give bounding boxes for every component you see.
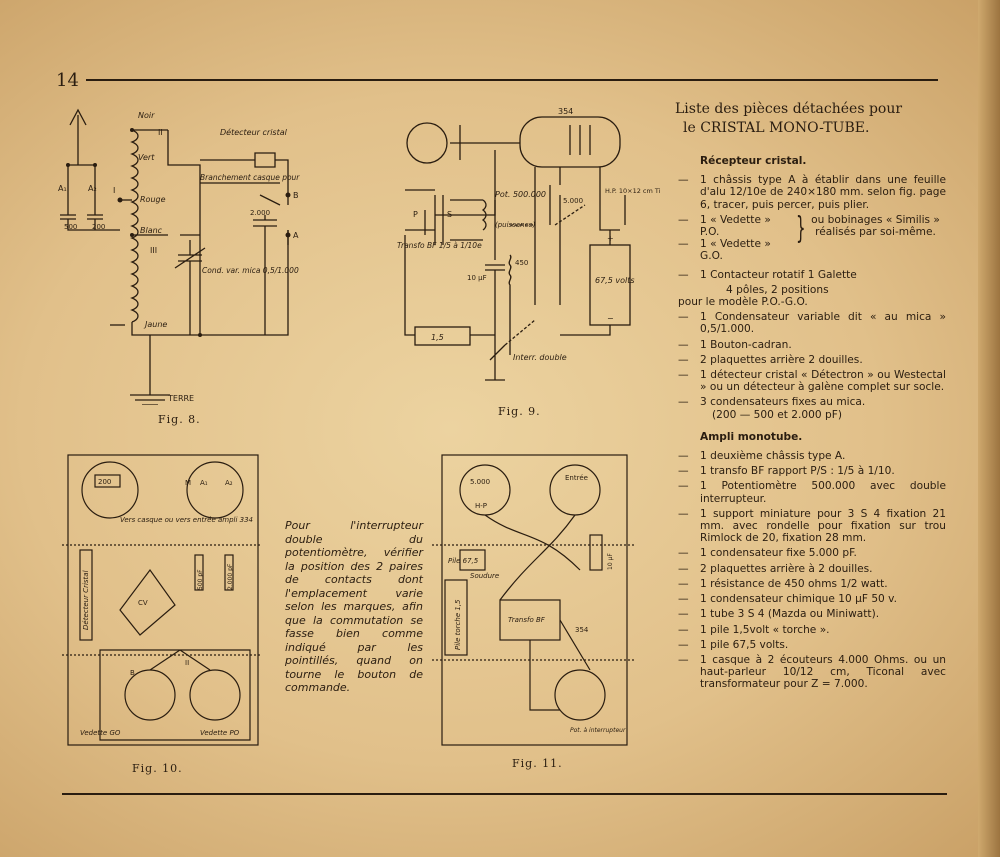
list-item: —1 châssis type A à établir dans une feu… — [678, 174, 946, 211]
fig9-pot: Pot. 500.000 — [495, 190, 546, 199]
list-item: —1 deuxième châssis type A. — [678, 450, 846, 463]
fig8-a1: A₁ — [58, 184, 67, 193]
fig10-vers: Vers casque ou vers entrée ampli 334 — [120, 516, 253, 524]
fig10-chassis: 200 Vers casque ou vers entrée ampli 334… — [62, 454, 260, 746]
fig8-c200: 200 — [92, 223, 105, 231]
page-edge — [978, 0, 1000, 857]
fig10-a2: A₂ — [225, 479, 233, 487]
fig9-s: S — [447, 210, 452, 219]
fig10-det: Détecteur Cristal — [82, 570, 90, 630]
section-title: Ampli monotube. — [700, 430, 803, 443]
fig8-ii: II — [158, 128, 163, 137]
fig11-chassis: 5.000 H-P Entrée Pile 67,5 Pile torche 1… — [432, 454, 635, 746]
fig11-soudure: Soudure — [470, 572, 499, 580]
list-item: —1 Bouton-cadran. — [678, 338, 792, 351]
fig9-caption: Fig. 9. — [498, 405, 541, 418]
fig11-pile675: Pile 67,5 — [448, 557, 479, 565]
list-item-cont: (200 — 500 et 2.000 pF) — [712, 408, 842, 421]
title-line-1: Liste des pièces détachées pour — [675, 101, 903, 117]
fig10-ii: II — [185, 659, 189, 667]
fig11-hp: H-P — [475, 502, 487, 510]
list-item: —1 résistance de 450 ohms 1/2 watt. — [678, 577, 888, 590]
section-title: Récepteur cristal. — [700, 155, 807, 167]
fig10-b: B — [130, 669, 135, 677]
title-line-2: le CRISTAL MONO-TUBE. — [683, 120, 870, 136]
list-item: —2 plaquettes arrière 2 douilles. — [678, 353, 863, 366]
fig8-a: A — [293, 231, 299, 240]
fig9-p: P — [413, 210, 418, 219]
fig8-b: B — [293, 191, 299, 200]
list-item: —1 casque à 2 écouteurs 4.000 Ohms. ou u… — [678, 653, 946, 691]
fig10-caption: Fig. 10. — [132, 762, 183, 775]
fig8-vert: Vert — [138, 153, 155, 162]
fig9-hp: H.P. 10×12 cm Ticonal Z 7.000 Ω — [605, 187, 660, 195]
fig10-m: M — [185, 479, 191, 487]
list-item: —1 pile 67,5 volts. — [678, 638, 789, 651]
list-item: —1 Condensateur variable dit « au mica »… — [678, 311, 946, 336]
list-item-cont: 4 pôles, 2 positions — [726, 283, 829, 296]
header-rule — [86, 79, 938, 81]
fig10-vedette-go: Vedette GO — [80, 729, 121, 737]
fig9-schematic: 354 Pot. 500.000 (puissance) Transfo BF … — [397, 107, 660, 381]
fig9-interr: Interr. double — [513, 353, 567, 362]
list-item: —1 condensateur fixe 5.000 pF. — [678, 547, 857, 560]
fig11-c10: 10 µF — [607, 553, 614, 570]
list-item-cont: pour le modèle P.O.-G.O. — [678, 296, 808, 309]
fig11-pile15: Pile torche 1,5 — [454, 599, 462, 650]
fig9-transfo: Transfo BF 1/5 à 1/10e — [397, 241, 482, 250]
list-item: —1 transfo BF rapport P/S : 1/5 à 1/10. — [678, 465, 895, 478]
fig8-i: I — [113, 186, 115, 195]
fig8-branchement: Branchement casque pour récept sans lamp… — [200, 173, 300, 182]
fig9-r450: 450 — [515, 259, 528, 267]
parts-list-title: Liste des pièces détachées pour le CRIST… — [675, 100, 945, 138]
fig8-detecteur: Détecteur cristal — [220, 127, 288, 137]
fig8-blanc: Blanc — [140, 226, 163, 235]
list-item: —1 support miniature pour 3 S 4 fixation… — [678, 507, 946, 545]
vedette-group: —1 « Vedette » P.O. —1 « Vedette » G.O. … — [678, 210, 940, 263]
fig11-tube: 354 — [575, 626, 589, 634]
fig11-caption: Fig. 11. — [512, 757, 563, 770]
fig11-entree: Entrée — [565, 474, 588, 482]
fig9-c10: 10 µF — [467, 274, 487, 282]
fig9-plus: + — [607, 234, 614, 243]
fig8-caption: Fig. 8. — [158, 413, 201, 426]
fig9-c5000: 5.000 — [563, 197, 583, 205]
footer-rule — [62, 793, 947, 795]
fig11-pot: Pot. à interrupteur — [570, 727, 626, 734]
list-item: —2 plaquettes arrière à 2 douilles. — [678, 562, 873, 575]
fig8-schematic: Noir II Vert I Rouge Blanc III Jaune TER… — [58, 108, 300, 405]
fig8-jaune: Jaune — [143, 320, 167, 329]
fig8-noir: Noir — [138, 111, 155, 120]
fig10-vedette-po: Vedette PO — [200, 729, 240, 737]
page-number: 14 — [56, 70, 79, 91]
fig8-terre: TERRE — [167, 394, 194, 403]
switch-note: Pour l'interrupteur double du potentiomè… — [285, 519, 423, 694]
fig10-r1: 500 pF — [197, 569, 204, 590]
list-item: —1 tube 3 S 4 (Mazda ou Miniwatt). — [678, 608, 880, 621]
list-item: —1 Potentiomètre 500.000 avec double int… — [678, 480, 946, 505]
fig10-a1: A₁ — [200, 479, 208, 487]
fig9-minus: − — [607, 314, 614, 323]
fig8-c500: 500 — [64, 223, 77, 231]
parts-list: Récepteur cristal. —1 châssis type A à é… — [678, 155, 946, 694]
fig9-tube: 354 — [558, 107, 573, 116]
fig9-pile675: 67,5 volts — [595, 276, 635, 285]
list-item: —1 détecteur cristal « Détectron » ou We… — [678, 369, 946, 394]
fig8-rouge: Rouge — [140, 195, 166, 204]
fig8-cond: Cond. var. mica 0,5/1.000 — [202, 266, 299, 275]
list-item: —1 pile 1,5volt « torche ». — [678, 623, 830, 636]
list-item: —3 condensateurs fixes au mica. — [678, 396, 866, 409]
fig9-pile15: 1,5 — [431, 333, 444, 342]
fig8-a2: A₂ — [88, 184, 97, 193]
list-item: —1 Contacteur rotatif 1 Galette — [678, 268, 857, 281]
list-item: —1 condensateur chimique 10 µF 50 v. — [678, 593, 897, 606]
fig11-transfo: Transfo BF — [508, 616, 546, 624]
fig11-c5000: 5.000 — [470, 478, 490, 486]
fig8-c2000: 2.000 — [250, 209, 270, 217]
fig9-puissance: (puissance) — [495, 221, 536, 229]
fig8-iii: III — [150, 246, 157, 255]
fig10-cv: CV — [138, 599, 148, 607]
fig10-r2: 2.000 pF — [227, 563, 234, 590]
fig10-c200: 200 — [98, 478, 111, 486]
